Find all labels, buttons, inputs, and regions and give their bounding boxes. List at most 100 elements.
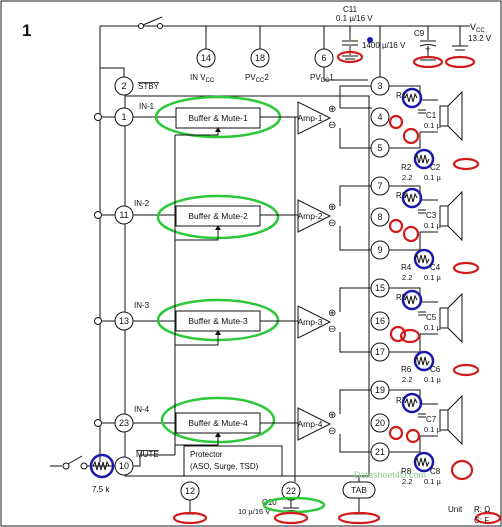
svg-text:⊖: ⊖ (328, 120, 336, 131)
in3-label: IN-3 (134, 301, 150, 310)
c10-value: 10 µ/16 V (238, 507, 270, 516)
svg-text:7: 7 (377, 181, 382, 191)
svg-text:⊖: ⊖ (328, 426, 336, 437)
svg-text:12: 12 (185, 486, 195, 496)
blue-dot-marker (367, 37, 373, 43)
r8-value: 2.2 (402, 477, 412, 486)
pin-21: 21 (370, 442, 390, 462)
svg-text:9: 9 (377, 245, 382, 255)
c8-value: 0.1 µ (424, 477, 442, 486)
unit-r: R: Ω (474, 505, 490, 514)
watermark: Datasheet4U.com (354, 470, 426, 480)
c8-label: C8 (430, 467, 441, 476)
svg-text:Protector: Protector (190, 450, 223, 459)
stby-label: STBY (138, 82, 160, 91)
amp-1: Amp-1 ⊕ ⊖ (297, 101, 336, 135)
svg-text:14: 14 (201, 53, 211, 63)
svg-text:1: 1 (121, 112, 126, 122)
c6-value: 0.1 µ (424, 375, 442, 384)
pin-18: 18 (250, 48, 270, 68)
svg-text:15: 15 (375, 283, 385, 293)
pin-13: 13 (114, 311, 134, 331)
pin-19: 19 (370, 380, 390, 400)
c1-value: 0.1 µ (424, 121, 442, 130)
pin-9: 9 (370, 240, 390, 260)
svg-text:(ASO, Surge, TSD): (ASO, Surge, TSD) (190, 462, 259, 471)
svg-text:22: 22 (286, 486, 296, 496)
svg-text:13: 13 (119, 316, 129, 326)
svg-text:Buffer & Mute-3: Buffer & Mute-3 (188, 316, 248, 326)
r2-value: 2.2 (402, 173, 412, 182)
capacitor-c9 (419, 26, 437, 58)
svg-text:Buffer & Mute-4: Buffer & Mute-4 (188, 418, 248, 428)
svg-text:19: 19 (375, 385, 385, 395)
pin-6: 6 (314, 48, 334, 68)
c11-value: 0.1 µ/16 V (336, 14, 373, 23)
mute-label: MUTE (136, 450, 159, 459)
svg-text:⊕: ⊕ (328, 308, 336, 319)
r6-value: 2.2 (402, 375, 412, 384)
svg-text:⊕: ⊕ (328, 410, 336, 421)
svg-text:3: 3 (377, 81, 382, 91)
pin-4: 4 (370, 107, 390, 127)
c4-label: C4 (430, 263, 441, 272)
output-channel-2: R3 C3 0.1 µ R4 2.2 C4 0.1 µ (388, 185, 480, 282)
svg-text:2: 2 (121, 81, 126, 91)
svg-text:17: 17 (375, 347, 385, 357)
pin-23: 23 (114, 413, 134, 433)
svg-text:16: 16 (375, 316, 385, 326)
svg-text:18: 18 (255, 53, 265, 63)
svg-text:Buffer & Mute-2: Buffer & Mute-2 (188, 211, 248, 221)
buffer-mute-2: Buffer & Mute-2 (156, 194, 280, 240)
svg-text:Amp-3: Amp-3 (297, 317, 322, 327)
pin-14: 14 (196, 48, 216, 68)
svg-text:6: 6 (321, 53, 326, 63)
svg-text:5: 5 (377, 143, 382, 153)
pin-7: 7 (370, 176, 390, 196)
c3-label: C3 (426, 211, 437, 220)
svg-text:Amp-1: Amp-1 (297, 113, 322, 123)
r1-label: R1 (396, 91, 407, 100)
pin-5: 5 (370, 138, 390, 158)
c10-label: C10 (262, 498, 277, 507)
svg-text:⊖: ⊖ (328, 324, 336, 335)
c5-value: 0.1 µ (424, 323, 442, 332)
svg-text:10: 10 (119, 461, 129, 471)
r8-label: R8 (401, 467, 412, 476)
svg-text:Amp-2: Amp-2 (297, 211, 322, 221)
c7-value: 0.1 µ (424, 425, 442, 434)
svg-text:21: 21 (375, 447, 385, 457)
svg-text:4: 4 (377, 112, 382, 122)
c9-label: C9 (414, 29, 425, 38)
c6-label: C6 (430, 365, 441, 374)
vcc-label: VCC (470, 22, 485, 34)
pin-1: 1 (114, 107, 134, 127)
svg-text:23: 23 (119, 418, 129, 428)
svg-text:TAB: TAB (351, 485, 367, 495)
unit-label: Unit (448, 505, 463, 514)
c9-value: 1400 µ/16 V (362, 41, 406, 50)
r3-label: R3 (396, 191, 407, 200)
pin-2: 2 (114, 76, 134, 96)
pin-11: 11 (114, 205, 134, 225)
pin-12: 12 (180, 481, 200, 501)
capacitor-c11 (342, 26, 358, 55)
c3-value: 0.1 µ (424, 221, 442, 230)
figure-number: 1 (22, 21, 31, 40)
r2-label: R2 (401, 163, 412, 172)
c2-value: 0.1 µ (424, 173, 442, 182)
tab-pin: TAB (342, 481, 376, 499)
protector-block: Protector (ASO, Surge, TSD) (183, 445, 283, 477)
svg-text:20: 20 (375, 418, 385, 428)
output-channel-1: R1 C1 0.1 µ R2 2.2 C2 0.1 µ (388, 85, 480, 182)
amp-2: Amp-2 ⊕ ⊖ (297, 199, 336, 233)
r5-label: R5 (396, 293, 407, 302)
pvcc2-label: PVCC2 (245, 73, 269, 84)
c4-value: 0.1 µ (424, 273, 442, 282)
amp-4: Amp-4 ⊕ ⊖ (297, 407, 336, 441)
svg-text:8: 8 (377, 212, 382, 222)
ground-symbol-top-2 (412, 55, 444, 69)
amp-3: Amp-3 ⊕ ⊖ (297, 305, 336, 339)
c5-label: C5 (426, 313, 437, 322)
